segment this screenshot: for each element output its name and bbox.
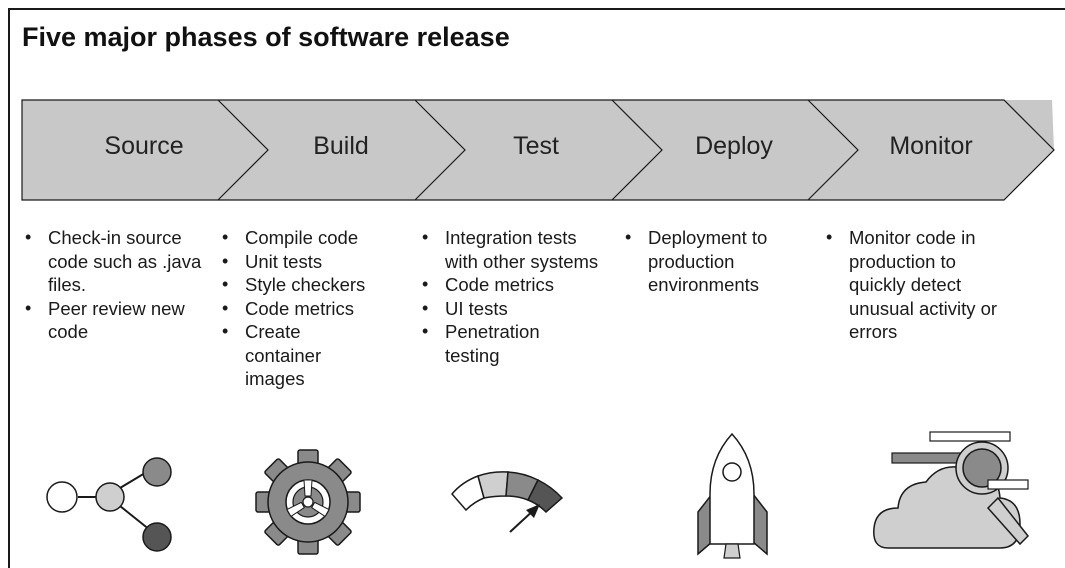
diagram-frame xyxy=(8,8,1065,568)
bullet-item: Create container images xyxy=(219,320,355,391)
rocket-icon xyxy=(697,432,768,559)
bullet-item: Check-in source code such as .java files… xyxy=(22,226,212,297)
bullet-item: Style checkers xyxy=(219,273,399,297)
cloud-magnifier-icon xyxy=(873,431,1030,549)
bullet-item: Penetration testing xyxy=(419,320,570,367)
phase-label-deploy: Deploy xyxy=(695,132,773,160)
chevron-divider-4 xyxy=(807,99,859,201)
bullet-item: Peer review new code xyxy=(22,297,212,344)
bullet-item: Deployment to production environments xyxy=(622,226,798,297)
chevron-divider-1 xyxy=(217,99,269,201)
bullet-item: UI tests xyxy=(419,297,609,321)
phase-label-source: Source xyxy=(104,132,184,160)
diagram-title: Five major phases of software release xyxy=(22,22,510,52)
bullet-item: Compile code xyxy=(219,226,399,250)
gauge-icon xyxy=(451,471,564,533)
test-bullet-list: Integration tests with other systems Cod… xyxy=(419,226,609,367)
share-nodes-icon xyxy=(46,457,172,552)
gear-icon xyxy=(255,449,361,555)
phase-label-build: Build xyxy=(313,132,369,160)
bullet-item: Code metrics xyxy=(219,297,399,321)
phase-label-monitor: Monitor xyxy=(889,132,973,160)
build-bullet-list: Compile code Unit tests Style checkers C… xyxy=(219,226,399,391)
deploy-bullet-list: Deployment to production environments xyxy=(622,226,807,297)
source-bullet-list: Check-in source code such as .java files… xyxy=(22,226,212,344)
chevron-divider-3 xyxy=(611,99,663,201)
chevron-divider-2 xyxy=(414,99,466,201)
monitor-bullet-list: Monitor code in production to quickly de… xyxy=(823,226,1023,344)
bullet-item: Code metrics xyxy=(419,273,609,297)
bullet-item: Unit tests xyxy=(219,250,399,274)
bullet-item: Monitor code in production to quickly de… xyxy=(823,226,1009,344)
phase-label-test: Test xyxy=(513,132,559,160)
bullet-item: Integration tests with other systems xyxy=(419,226,605,273)
chevron-band-outline xyxy=(21,99,1055,201)
